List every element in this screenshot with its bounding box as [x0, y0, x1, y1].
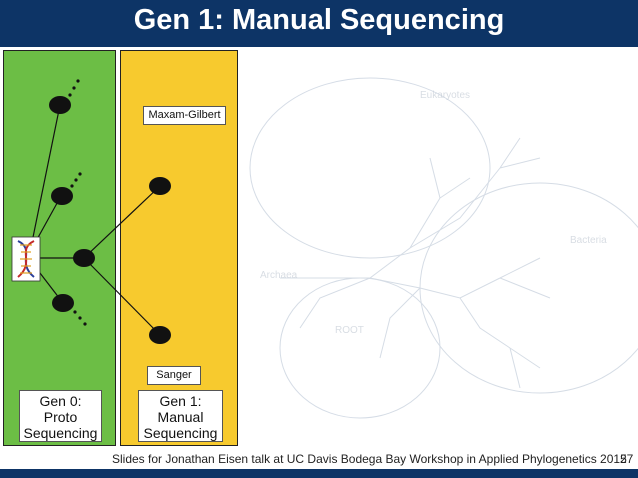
dot [78, 172, 82, 176]
method-label-maxam-gilbert: Maxam-Gilbert [143, 106, 226, 125]
method-label-sanger: Sanger [147, 366, 201, 385]
footer-credit: Slides for Jonathan Eisen talk at UC Dav… [112, 452, 627, 466]
node [52, 294, 74, 312]
dot [68, 93, 72, 97]
footer-bar [0, 469, 638, 478]
dot [72, 86, 76, 90]
dot [83, 322, 87, 326]
gen1-label: Gen 1: Manual Sequencing [138, 390, 223, 442]
edge [29, 104, 61, 253]
node [73, 249, 95, 267]
dot [73, 310, 77, 314]
svg-text:Bacteria: Bacteria [570, 235, 607, 246]
svg-text:Eukaryotes: Eukaryotes [420, 90, 470, 101]
node [149, 177, 171, 195]
slide-title: Gen 1: Manual Sequencing [133, 4, 505, 36]
edge [83, 185, 161, 259]
node [49, 96, 71, 114]
tree-of-life-background: Eukaryotes Bacteria Archaea ROOT [249, 77, 638, 419]
gen0-label: Gen 0: Proto Sequencing [19, 390, 102, 442]
title-bar [0, 0, 638, 47]
dot [70, 184, 74, 188]
node [51, 187, 73, 205]
dot [76, 79, 80, 83]
edge [83, 257, 161, 336]
node [149, 326, 171, 344]
page-number: 27 [620, 452, 634, 466]
dna-icon [11, 236, 41, 282]
svg-text:ROOT: ROOT [335, 325, 364, 336]
dot [78, 316, 82, 320]
svg-text:Archaea: Archaea [260, 270, 298, 281]
dot [74, 178, 78, 182]
